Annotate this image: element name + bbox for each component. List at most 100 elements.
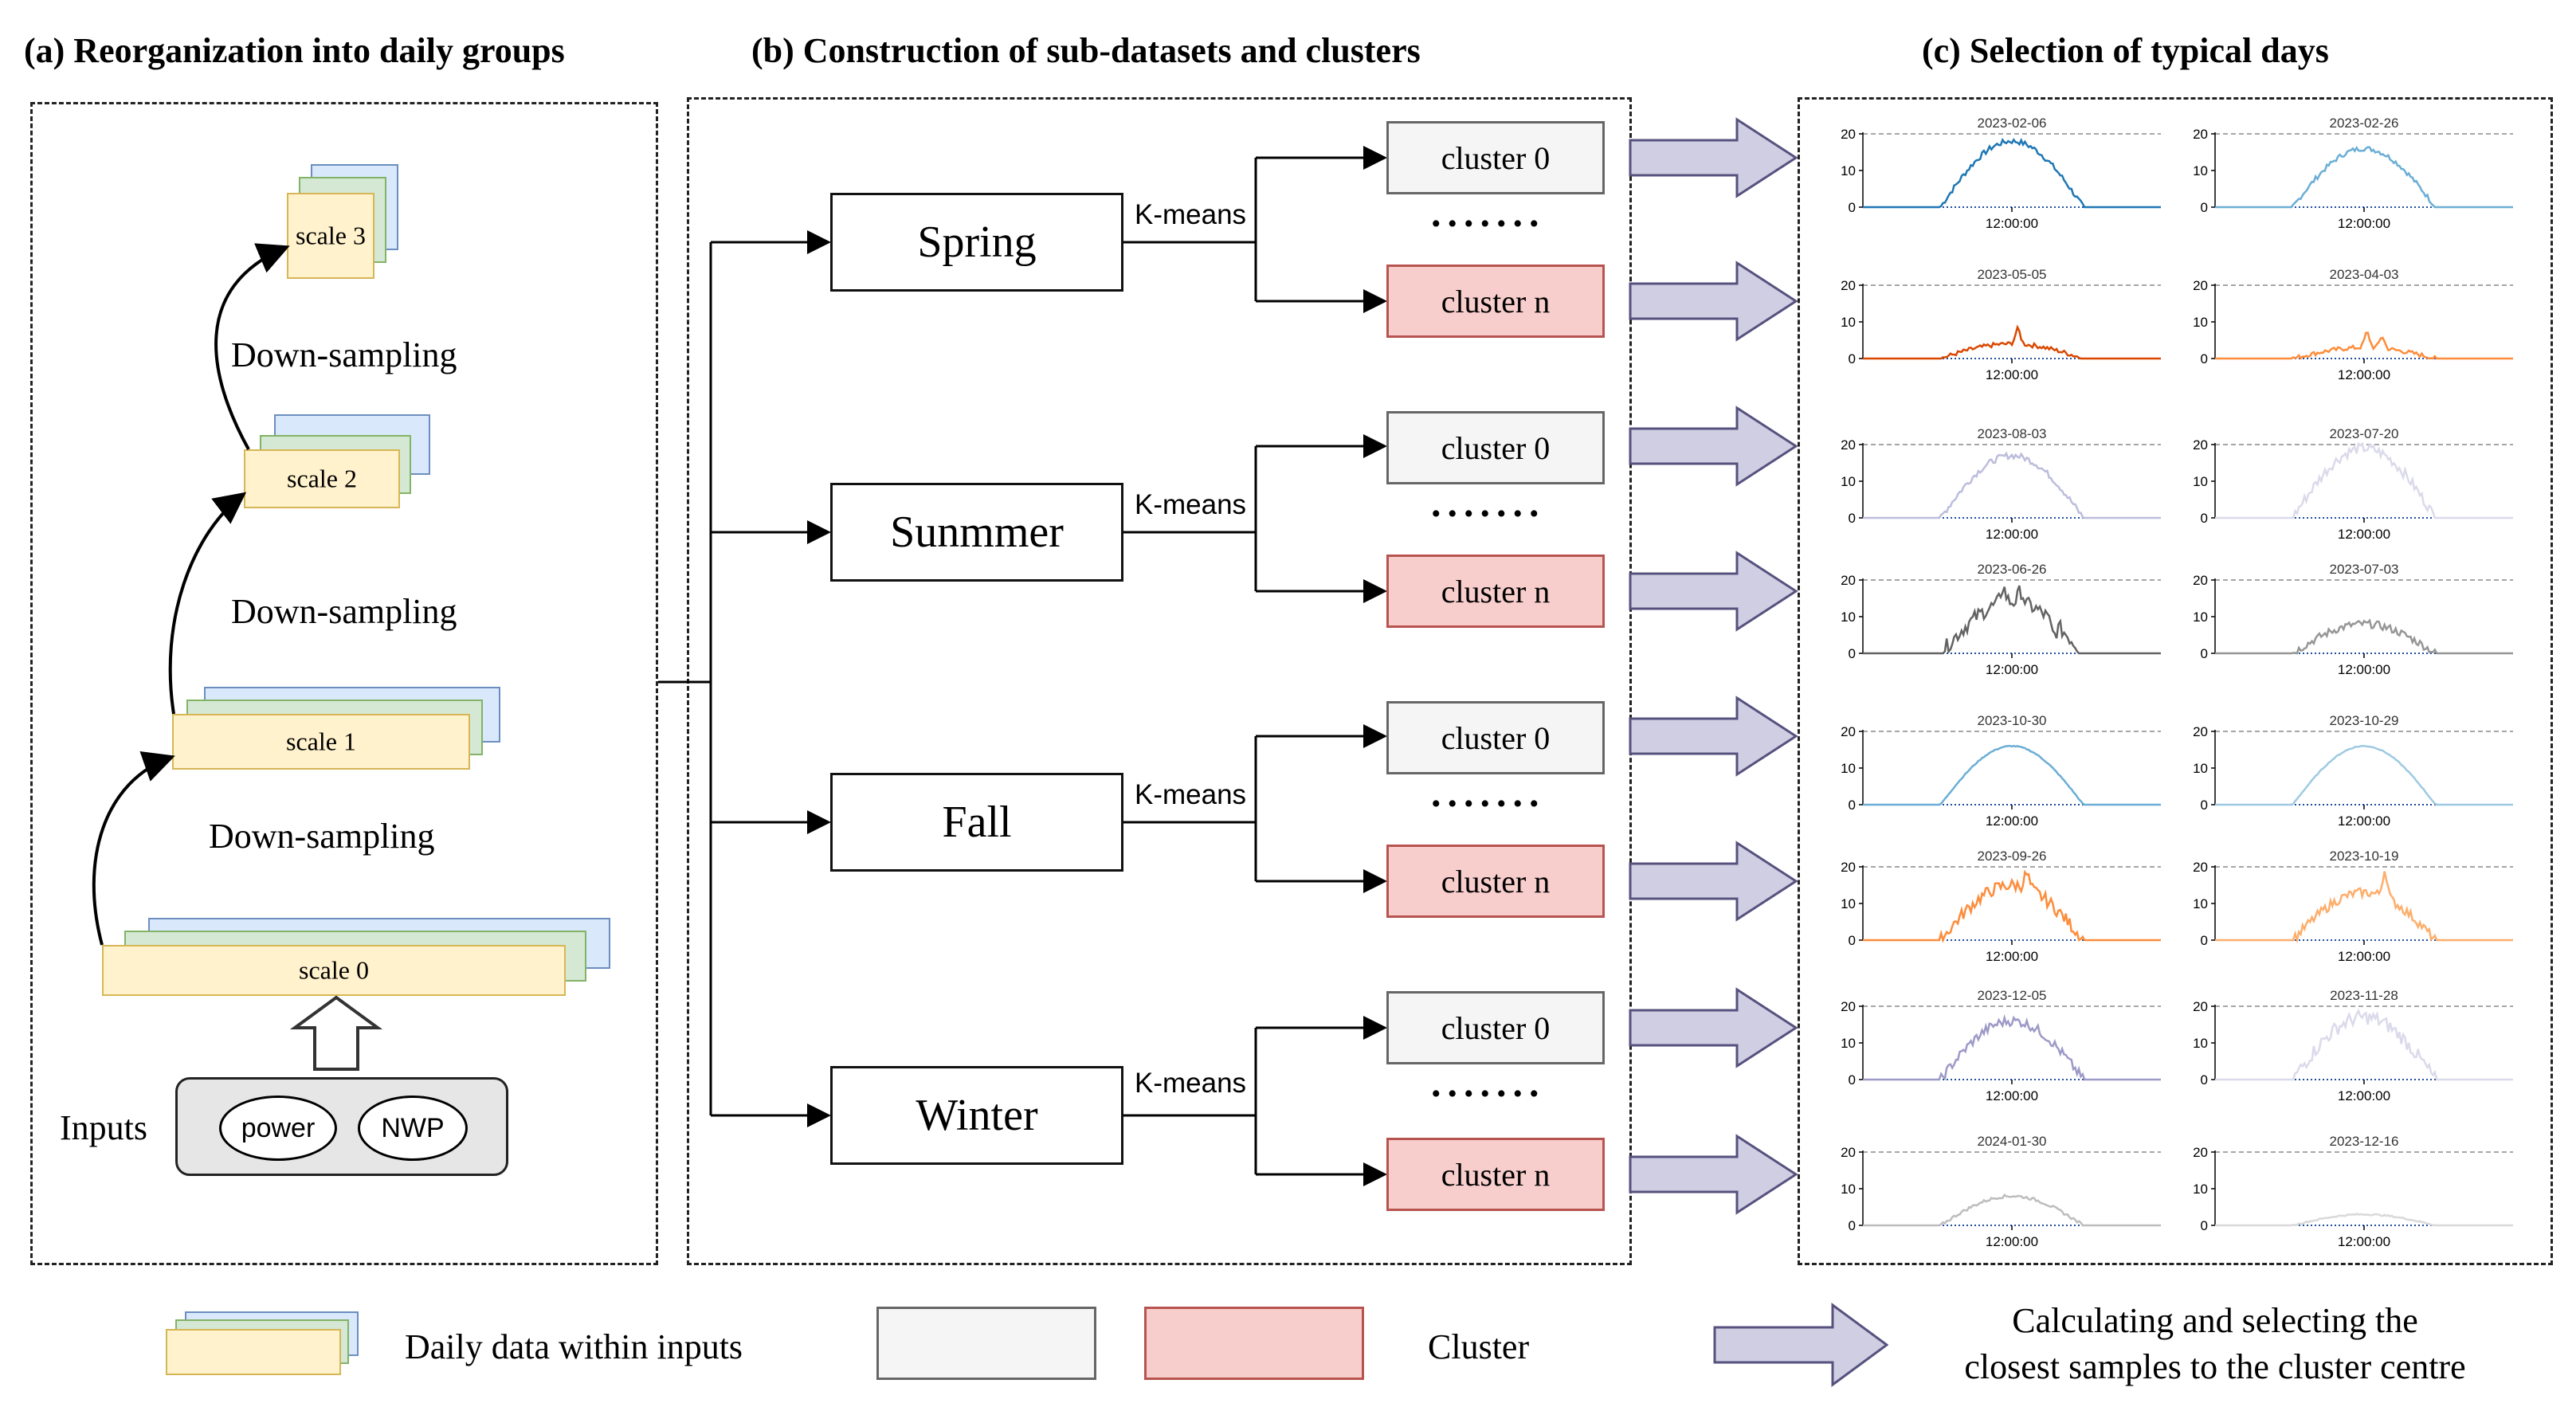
power-series-line: [1863, 585, 2161, 655]
power-series-line: [2215, 331, 2513, 360]
y-tick-label: 20: [2193, 278, 2208, 293]
legend-cluster-red-swatch: [1144, 1307, 1364, 1380]
plot-date-label: 2023-12-16: [2330, 1134, 2399, 1149]
downsample-arrow-2: [214, 243, 290, 450]
y-tick-label: 0: [2201, 646, 2208, 661]
plot-date-label: 2023-08-03: [1978, 426, 2047, 441]
y-tick-label: 20: [1841, 1145, 1856, 1160]
y-tick-label: 20: [1841, 724, 1856, 739]
season-fall: Fall: [830, 773, 1123, 872]
y-tick-label: 10: [2193, 761, 2208, 776]
plot-date-label: 2023-12-05: [1978, 988, 2047, 1003]
panel-c-title: (c) Selection of typical days: [1922, 31, 2329, 70]
plot-date-label: 2023-10-30: [1978, 713, 2047, 728]
y-tick-label: 20: [2193, 437, 2208, 453]
plot-date-label: 2023-05-05: [1978, 267, 2047, 282]
plot-date-label: 2023-02-26: [2330, 116, 2399, 131]
x-tick-label: 12:00:00: [2338, 1234, 2390, 1249]
x-tick-label: 12:00:00: [2338, 813, 2390, 829]
power-series-line: [1863, 1013, 2161, 1081]
cluster-0-winter: cluster 0: [1386, 991, 1605, 1064]
y-tick-label: 20: [2193, 1145, 2208, 1160]
y-tick-label: 10: [2193, 315, 2208, 330]
x-tick-label: 12:00:00: [2338, 367, 2390, 382]
selection-arrow-2: [1629, 261, 1798, 342]
x-tick-label: 12:00:00: [2338, 1088, 2390, 1103]
cluster-0-fall: cluster 0: [1386, 701, 1605, 774]
downsampling-label-top: Down-sampling: [231, 335, 457, 374]
downsampling-label-middle: Down-sampling: [231, 592, 457, 631]
y-tick-label: 20: [2193, 999, 2208, 1014]
y-tick-label: 20: [1841, 437, 1856, 453]
y-tick-label: 0: [2201, 351, 2208, 366]
legend-arrow-icon: [1713, 1303, 1888, 1387]
y-tick-label: 10: [1841, 163, 1856, 178]
inputs-container: power NWP: [175, 1077, 508, 1176]
y-tick-label: 0: [2201, 511, 2208, 526]
power-series-line: [2215, 871, 2513, 944]
kmeans-label-spring: K-means: [1135, 199, 1247, 230]
x-tick-label: 12:00:00: [1986, 813, 2038, 829]
plot-date-label: 2023-06-26: [1978, 562, 2047, 577]
season-spring: Spring: [830, 193, 1123, 292]
plot-date-label: 2023-02-06: [1978, 116, 2047, 131]
y-tick-label: 20: [1841, 999, 1856, 1014]
selection-arrow-8: [1629, 1134, 1798, 1215]
y-tick-label: 20: [2193, 573, 2208, 588]
y-tick-label: 10: [2193, 896, 2208, 911]
y-tick-label: 10: [2193, 1182, 2208, 1197]
x-tick-label: 12:00:00: [1986, 949, 2038, 964]
x-tick-label: 12:00:00: [1986, 367, 2038, 382]
season-spring-label: Spring: [917, 218, 1037, 267]
panel-a-title: (a) Reorganization into daily groups: [24, 31, 565, 70]
y-tick-label: 20: [2193, 127, 2208, 142]
y-tick-label: 10: [1841, 474, 1856, 489]
y-tick-label: 20: [1841, 573, 1856, 588]
y-tick-label: 0: [2201, 798, 2208, 813]
legend-cluster-gray-swatch: [876, 1307, 1096, 1380]
legend-daily-data-text: Daily data within inputs: [405, 1327, 743, 1366]
panel-a: [30, 102, 658, 1265]
selection-arrow-3: [1629, 406, 1798, 487]
selection-arrow-5: [1629, 696, 1798, 777]
scale-1-label: scale 1: [286, 727, 356, 756]
ellipsis-winter: .......: [1431, 1060, 1546, 1105]
power-series-line: [2215, 441, 2513, 519]
y-tick-label: 0: [2201, 933, 2208, 948]
y-tick-label: 10: [2193, 609, 2208, 625]
y-tick-label: 0: [1849, 933, 1856, 948]
kmeans-label-summer: K-means: [1135, 489, 1247, 520]
y-tick-label: 10: [1841, 315, 1856, 330]
downsampling-label-bottom: Down-sampling: [209, 817, 435, 856]
season-summer-label: Sunmmer: [890, 508, 1064, 557]
ellipsis-fall: .......: [1431, 770, 1546, 815]
power-series-line: [1863, 744, 2161, 806]
typical-day-plot: 2023-12-16 20 10 0 12:00:00: [2193, 1134, 2513, 1249]
x-tick-label: 12:00:00: [1986, 216, 2038, 231]
y-tick-label: 0: [2201, 1218, 2208, 1233]
selection-arrow-1: [1629, 117, 1798, 198]
power-series-line: [1863, 451, 2161, 519]
season-fall-label: Fall: [942, 798, 1012, 847]
season-summer: Sunmmer: [830, 483, 1123, 582]
y-tick-label: 0: [2201, 200, 2208, 215]
season-winter-label: Winter: [916, 1091, 1038, 1140]
y-tick-label: 10: [2193, 163, 2208, 178]
plot-date-label: 2023-10-29: [2330, 713, 2399, 728]
y-tick-label: 0: [1849, 200, 1856, 215]
x-tick-label: 12:00:00: [2338, 662, 2390, 677]
x-tick-label: 12:00:00: [1986, 1088, 2038, 1103]
cluster-0-summer: cluster 0: [1386, 411, 1605, 484]
ellipsis-summer: .......: [1431, 480, 1546, 525]
